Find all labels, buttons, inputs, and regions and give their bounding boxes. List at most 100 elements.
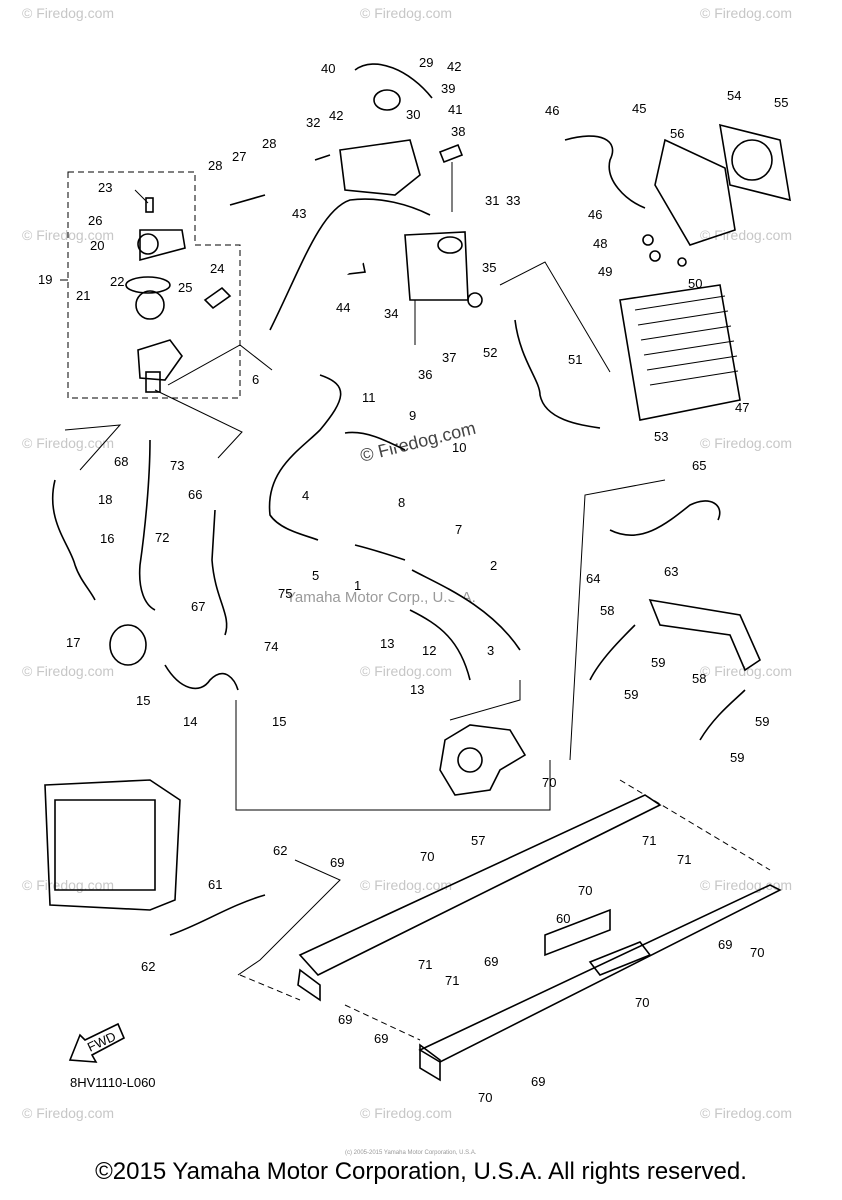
callout-72: 72 [155,530,169,545]
callout-20: 20 [90,238,104,253]
callout-69d: 69 [374,1031,388,1046]
callout-21: 21 [76,288,90,303]
watermark: © Firedog.com [700,5,792,21]
callout-28a: 28 [208,158,222,173]
hoses-middle [51,374,762,741]
watermark: © Firedog.com [360,663,452,679]
callout-7: 7 [455,522,462,537]
callout-46a: 46 [545,103,559,118]
callout-65: 65 [692,458,706,473]
callouts: 1 2 3 4 5 6 7 8 9 10 11 12 13 13 14 15 1… [38,55,788,1105]
callout-59a: 59 [651,655,665,670]
callout-46b: 46 [588,207,602,222]
callout-55: 55 [774,95,788,110]
callout-71c: 71 [418,957,432,972]
callout-68: 68 [114,454,128,469]
callout-33: 33 [506,193,520,208]
callout-16: 16 [100,531,114,546]
callout-36: 36 [418,367,432,382]
watermark: © Firedog.com [700,663,792,679]
callout-24: 24 [210,261,224,276]
callout-59b: 59 [624,687,638,702]
callout-59c: 59 [755,714,769,729]
callout-42a: 42 [329,108,343,123]
callout-58b: 58 [692,671,706,686]
callout-15a: 15 [136,693,150,708]
callout-53: 53 [654,429,668,444]
callout-59d: 59 [730,750,744,765]
watermark: © Firedog.com [360,877,452,893]
callout-45: 45 [632,101,646,116]
leader-lines [64,261,666,976]
callout-69a: 69 [330,855,344,870]
callout-18: 18 [98,492,112,507]
overlay-text: Yamaha Motor Corp., U.S.A. [286,589,476,606]
diagram-code: 8HV1110-L060 [70,1075,156,1090]
watermark: © Firedog.com [360,5,452,21]
callout-74: 74 [264,639,278,654]
callout-70f: 70 [478,1090,492,1105]
callout-56: 56 [670,126,684,141]
callout-39: 39 [441,81,455,96]
callout-14: 14 [183,714,197,729]
radiator-group [514,123,791,429]
callout-60: 60 [556,911,570,926]
callout-47: 47 [735,400,749,415]
thermostat-group [60,171,241,399]
fine-print: (c) 2005-2015 Yamaha Motor Corporation, … [345,1150,477,1156]
fwd-arrow-icon: FWD [68,1022,126,1063]
watermark: © Firedog.com [700,435,792,451]
callout-66: 66 [188,487,202,502]
callout-34: 34 [384,306,398,321]
callout-71b: 71 [677,852,691,867]
callout-2: 2 [490,558,497,573]
callout-12: 12 [422,643,436,658]
callout-15b: 15 [272,714,286,729]
watermark: © Firedog.com [22,663,114,679]
watermark: © Firedog.com [22,1105,114,1121]
callout-9: 9 [409,408,416,423]
callout-70e: 70 [635,995,649,1010]
callout-40: 40 [321,61,335,76]
watermark: © Firedog.com [700,877,792,893]
watermark: © Firedog.com [22,877,114,893]
callout-10: 10 [452,440,466,455]
callout-69c: 69 [338,1012,352,1027]
watermark: © Firedog.com [700,1105,792,1121]
callout-43: 43 [292,206,306,221]
callout-44: 44 [336,300,350,315]
callout-64: 64 [586,571,600,586]
callout-51: 51 [568,352,582,367]
callout-41: 41 [448,102,462,117]
callout-1: 1 [354,578,361,593]
callout-62b: 62 [141,959,155,974]
callout-27: 27 [232,149,246,164]
callout-19: 19 [38,272,52,287]
callout-32: 32 [306,115,320,130]
water-pump [439,724,527,796]
callout-75: 75 [278,586,292,601]
callout-13a: 13 [380,636,394,651]
callout-73: 73 [170,458,184,473]
callout-3: 3 [487,643,494,658]
callout-13b: 13 [410,682,424,697]
callout-57: 57 [471,833,485,848]
callout-26: 26 [88,213,102,228]
copyright-notice: ©2015 Yamaha Motor Corporation, U.S.A. A… [95,1158,747,1185]
callout-29: 29 [419,55,433,70]
callout-63: 63 [664,564,678,579]
callout-30: 30 [406,107,420,122]
callout-71a: 71 [642,833,656,848]
callout-71d: 71 [445,973,459,988]
callout-70b: 70 [420,849,434,864]
callout-22: 22 [110,274,124,289]
callout-69f: 69 [718,937,732,952]
watermark: © Firedog.com [22,5,114,21]
reservoir-group [229,63,483,331]
callout-70c: 70 [578,883,592,898]
callout-23: 23 [98,180,112,195]
watermarks: © Firedog.com © Firedog.com © Firedog.co… [22,5,792,1121]
callout-67: 67 [191,599,205,614]
callout-4: 4 [302,488,309,503]
callout-17: 17 [66,635,80,650]
